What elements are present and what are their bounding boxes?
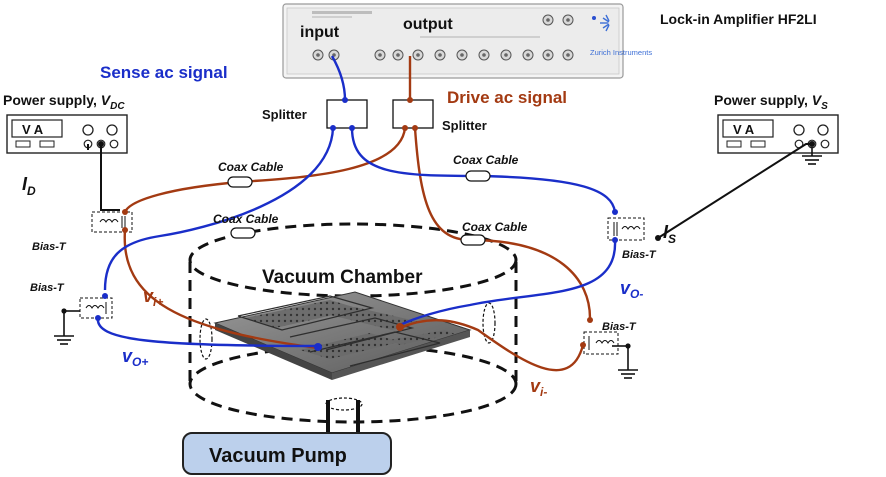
v-i-minus-label: vi- [530,376,547,399]
vacuum-pump-label: Vacuum Pump [209,445,347,467]
v-i-plus-label: vi+ [143,286,163,309]
sense-signal-label: Sense ac signal [100,63,228,82]
coax-cable-icons [227,170,491,246]
mems-device [213,291,472,380]
ground-icon-left [54,310,80,345]
coax-icon-4 [460,234,486,246]
splitter-left-box [326,99,368,129]
amp-input-label: input [300,24,340,41]
ground-icon-ps-s [802,147,822,165]
ground-icon-right [612,345,638,379]
brand-logo [600,14,610,32]
bias-t-1-box [91,211,133,233]
feedthroughs [199,302,496,411]
amp-output-label: output [403,16,453,33]
supply-wires [87,143,812,239]
coax-label-4: Coax Cable [462,220,528,234]
vacuum-pump-box [182,432,392,475]
current-d-label: ID [22,174,36,198]
ps-dc-meter: V A [22,122,44,137]
v-o-minus-label: vO- [620,278,643,301]
coax-label-2: Coax Cable [213,212,279,226]
coax-label-1: Coax Cable [218,160,284,174]
bias-t-2-box [79,297,113,319]
ps-s-meter: V A [733,122,755,137]
ps-dc-title: Power supply, VDC [3,92,125,112]
splitter-right-box [392,99,434,129]
connection-dots [95,97,618,351]
coax-icon-2 [230,227,256,239]
amp-title: Lock-in Amplifier HF2LI [660,11,817,27]
coax-icon-3 [465,170,491,182]
current-s-label: IS [663,222,676,246]
bias-t-3-box [607,217,645,241]
bias-t-boxes [79,211,645,355]
drive-signal-label: Drive ac signal [447,88,567,107]
chamber-label: Vacuum Chamber [262,267,423,288]
bias-t-label-1: Bias-T [32,241,67,253]
coax-label-3: Coax Cable [453,153,519,167]
v-o-plus-label: vO+ [122,346,148,369]
splitter-right-label: Splitter [442,118,487,133]
bias-t-label-3: Bias-T [622,249,657,261]
bias-t-label-4: Bias-T [602,321,637,333]
power-supply-s: V A [717,114,839,154]
ps-s-title: Power supply, VS [714,92,828,112]
splitter-left-label: Splitter [262,107,307,122]
pump-pipe [326,400,360,434]
bias-t-internals [85,216,641,350]
amp-brand-label: Zurich Instruments [590,48,652,57]
sense-cables [96,55,617,348]
coax-icon-1 [227,176,253,188]
lock-in-amplifier: Zurich Instruments input output [282,3,652,79]
bias-t-label-2: Bias-T [30,282,65,294]
power-supply-dc: V A [6,114,128,154]
